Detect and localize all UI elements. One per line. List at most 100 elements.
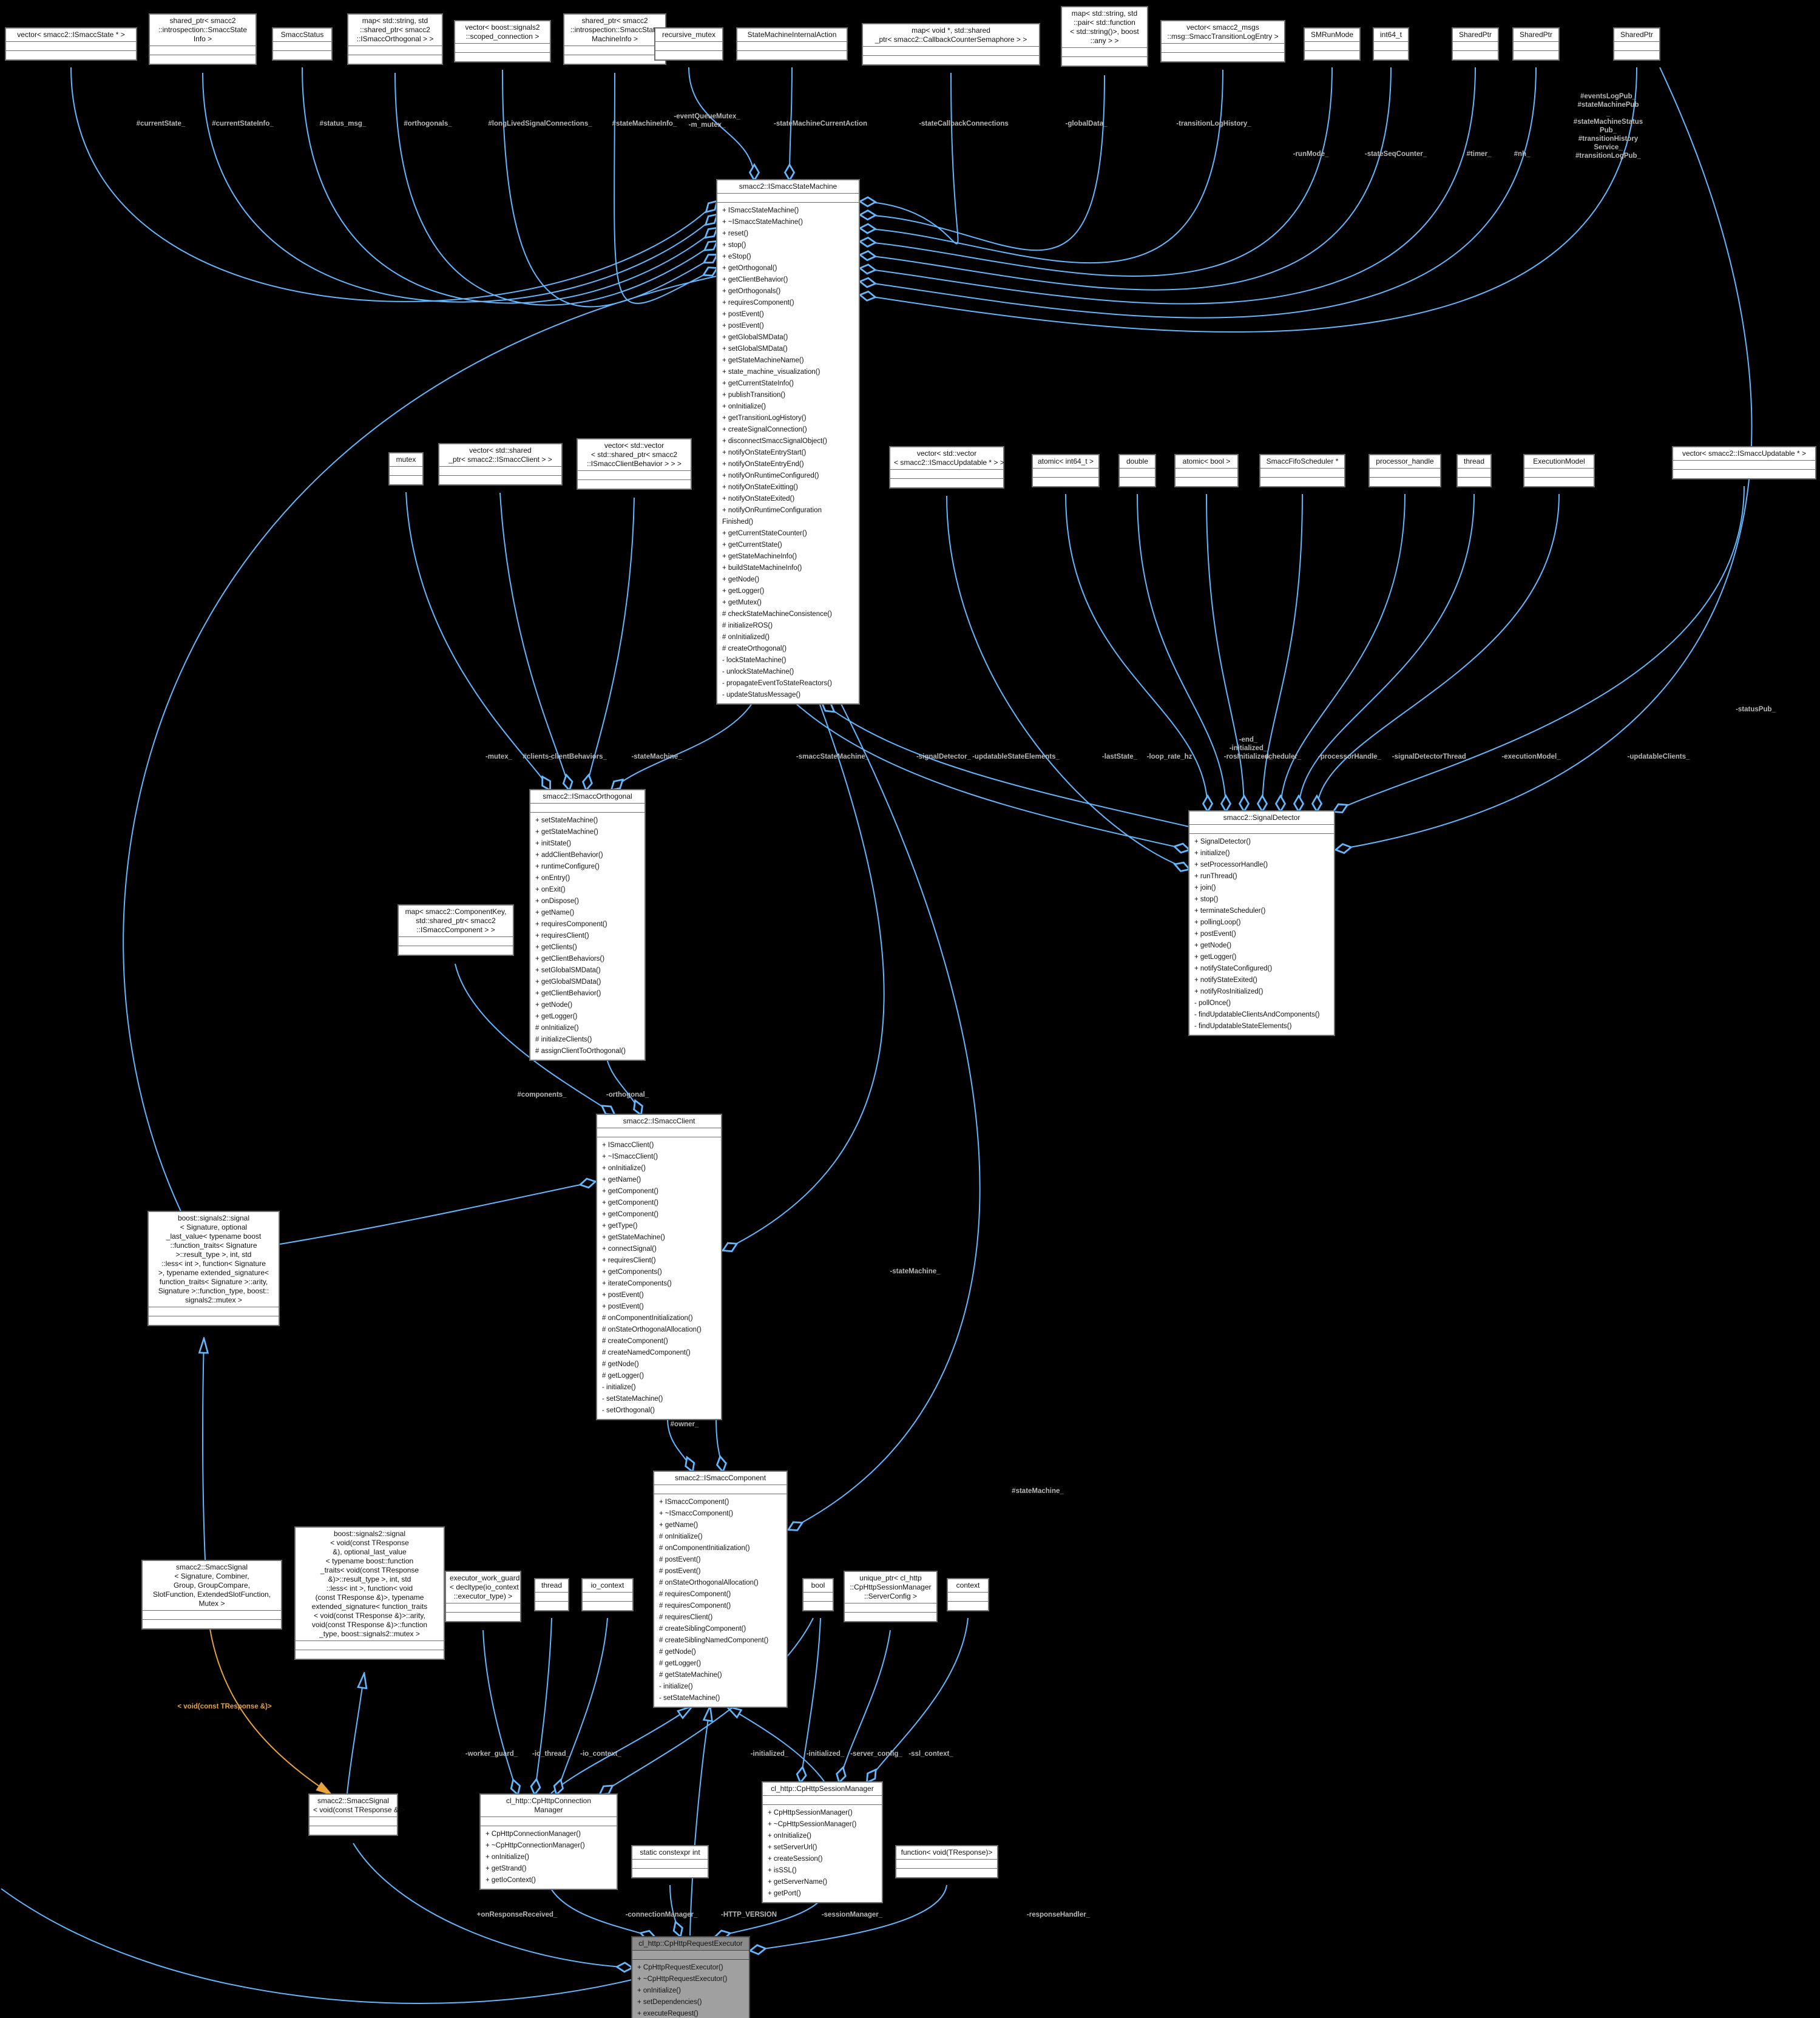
node-ismaccorthogonal[interactable]: smacc2::ISmaccOrthogonal+ setStateMachin… — [529, 789, 646, 1061]
node-bool[interactable]: bool — [802, 1578, 834, 1611]
node-vector-ismaccclient[interactable]: vector< std::shared_ptr< smacc2::ISmaccC… — [438, 443, 563, 486]
node-title-line: vector< smacc2::ISmaccUpdatable * > — [1682, 449, 1807, 458]
node-map-boost-any[interactable]: map< std::string, std::pair< std::functi… — [1061, 6, 1148, 67]
node-boost-signal-generic[interactable]: boost::signals2::signal< Signature, opti… — [147, 1211, 280, 1326]
method-entry: + requiresClient() — [535, 932, 589, 940]
node-title-line: _ptr< smacc2::CallbackCounterSemaphore >… — [874, 35, 1027, 44]
method-entry: # onComponentInitialization() — [602, 1315, 693, 1322]
node-vector-clientbehavior[interactable]: vector< std::vector< std::shared_ptr< sm… — [577, 438, 692, 490]
node-smaccsignal-tresponse[interactable]: smacc2::SmaccSignal< void(const TRespons… — [308, 1793, 405, 1836]
node-smaccsignal-template[interactable]: smacc2::SmaccSignal< Signature, Combiner… — [141, 1560, 282, 1630]
node-map-componentkey[interactable]: map< smacc2::ComponentKey,std::shared_pt… — [397, 904, 514, 956]
edge-label: -runMode_ — [1293, 151, 1329, 158]
node-title-line: cl_http::CpHttpRequestExecutor — [638, 1939, 743, 1948]
node-map-callbackcountersemaphore[interactable]: map< void *, std::shared_ptr< smacc2::Ca… — [862, 23, 1040, 66]
node-title-line: processor_handle — [1376, 457, 1434, 466]
node-sharedptr-statemachineinfo[interactable]: shared_ptr< smacc2::introspection::Smacc… — [563, 13, 666, 65]
method-entry: - initialize() — [659, 1683, 693, 1690]
node-vector-ismaccstate[interactable]: vector< smacc2::ISmaccState * > — [5, 27, 137, 61]
node-function-void-tresponse[interactable]: function< void(TResponse)> — [895, 1845, 998, 1878]
node-sharedptr-pubs[interactable]: SharedPtr — [1613, 27, 1660, 61]
node-recursive-mutex[interactable]: recursive_mutex — [654, 27, 723, 61]
node-vector-updatable-clients[interactable]: vector< smacc2::ISmaccUpdatable * > — [1672, 446, 1816, 479]
node-atomic-bool[interactable]: atomic< bool > — [1174, 454, 1239, 487]
relation-edge — [861, 67, 1392, 291]
node-smaccfifoscheduler[interactable]: SmaccFifoScheduler * — [1259, 454, 1345, 487]
edge-label: -stateMachineCurrentAction — [774, 120, 867, 127]
node-title-line: function_traits< Signature >::arity, — [159, 1278, 268, 1286]
node-ismaccclient[interactable]: smacc2::ISmaccClient+ ISmaccClient()+ ~I… — [596, 1114, 722, 1420]
relation-edge — [794, 702, 1189, 850]
method-entry: + getComponents() — [602, 1268, 662, 1276]
method-entry: + setServerUrl() — [768, 1844, 817, 1851]
node-double[interactable]: double — [1118, 454, 1156, 487]
method-entry: - setOrthogonal() — [602, 1407, 655, 1414]
edge-label: #orthogonals_ — [404, 120, 452, 127]
relation-edge — [600, 1617, 814, 1794]
node-title: map< void *, std::shared_ptr< smacc2::Ca… — [863, 24, 1039, 46]
node-boost-signal-tresponse[interactable]: boost::signals2::signal< void(const TRes… — [294, 1526, 445, 1660]
node-title: atomic< bool > — [1176, 455, 1237, 468]
node-signaldetector[interactable]: smacc2::SignalDetector+ SignalDetector()… — [1188, 810, 1335, 1036]
method-entry: + setProcessorHandle() — [1194, 861, 1268, 868]
node-vector-transitionlogentry[interactable]: vector< smacc2_msgs::msg::SmaccTransitio… — [1160, 20, 1285, 63]
node-processor-handle[interactable]: processor_handle — [1368, 454, 1441, 487]
methods-compartment — [399, 946, 513, 955]
node-title-line: Group, GroupCompare, — [173, 1581, 251, 1590]
node-title-line: ExecutionModel — [1533, 457, 1585, 466]
node-static-constexpr-int[interactable]: static constexpr int — [631, 1845, 709, 1878]
node-title-line: vector< smacc2_msgs — [1186, 23, 1259, 32]
edge-label: -sessionManager_ — [821, 1911, 883, 1918]
node-title-line: bool — [811, 1581, 825, 1590]
node-mutex[interactable]: mutex — [388, 452, 424, 486]
node-sharedptr-timer[interactable]: SharedPtr — [1452, 27, 1499, 61]
node-title: SmaccStatus — [273, 29, 331, 41]
node-statemachineinternalaction[interactable]: StateMachineInternalAction — [736, 27, 848, 61]
relation-edge — [1, 1888, 632, 2004]
edge-label: -smaccStateMachine_ — [796, 753, 870, 760]
node-title: recursive_mutex — [655, 29, 722, 41]
node-vector-scoped-connection[interactable]: vector< boost::signals2::scoped_connecti… — [454, 20, 551, 63]
node-io-context[interactable]: io_context — [581, 1578, 634, 1611]
edge-label: -io_thread_ — [532, 1750, 570, 1758]
method-entry: + CpHttpConnectionManager() — [485, 1830, 581, 1838]
node-context[interactable]: context — [947, 1578, 989, 1611]
methods-compartment — [1033, 477, 1098, 486]
node-ismaccstatemachine[interactable]: smacc2::ISmaccStateMachine+ ISmaccStateM… — [716, 179, 860, 705]
node-ismacccomponent[interactable]: smacc2::ISmaccComponent+ ISmaccComponent… — [653, 1471, 788, 1708]
methods-compartment — [803, 1601, 833, 1610]
method-entry: # getNode() — [602, 1361, 639, 1368]
node-cphttpsessionmanager[interactable]: cl_http::CpHttpSessionManager+ CpHttpSes… — [762, 1781, 883, 1903]
node-executionmodel[interactable]: ExecutionModel — [1523, 454, 1595, 487]
node-title-line: vector< boost::signals2 — [465, 23, 540, 32]
edge-label: -stateMachine_ — [631, 753, 682, 760]
methods-compartment: + CpHttpRequestExecutor()+ ~CpHttpReques… — [632, 1959, 749, 2018]
node-uniqueptr-serverconfig[interactable]: unique_ptr< cl_http::CpHttpSessionManage… — [844, 1571, 938, 1622]
node-executor-work-guard[interactable]: executor_work_guard< decltype(io_context… — [445, 1571, 521, 1622]
node-smrunmode[interactable]: SMRunMode — [1304, 27, 1361, 61]
node-thread-bottom[interactable]: thread — [534, 1578, 569, 1611]
node-title: smacc2::ISmaccStateMachine — [717, 180, 859, 193]
method-entry: + CpHttpRequestExecutor() — [637, 1964, 723, 1971]
relation-edge — [688, 67, 754, 180]
edge-label: -updatableStateElements_ — [972, 753, 1060, 760]
node-thread-right[interactable]: thread — [1456, 454, 1492, 487]
node-map-orthogonal[interactable]: map< std::string, std::shared_ptr< smacc… — [347, 13, 443, 65]
edge-label: -responseHandler_ — [1026, 1911, 1091, 1918]
method-entry: # assignClientToOrthogonal() — [535, 1048, 626, 1055]
node-title-line: Signature >::function_type, boost:: — [158, 1287, 269, 1295]
node-int64-t[interactable]: int64_t — [1373, 27, 1409, 61]
node-atomic-int64[interactable]: atomic< int64_t > — [1032, 454, 1100, 487]
method-entry: + getClients() — [535, 944, 577, 951]
edge-label: #stateMachine_ — [1012, 1488, 1064, 1495]
method-entry: # getLogger() — [602, 1372, 644, 1380]
node-cphttprequestexecutor[interactable]: cl_http::CpHttpRequestExecutor+ CpHttpRe… — [631, 1936, 750, 2018]
relation-edge — [861, 67, 1637, 333]
node-vector-updatable-state[interactable]: vector< std::vector< smacc2::ISmaccUpdat… — [889, 446, 1004, 489]
node-smaccstatus[interactable]: SmaccStatus — [272, 27, 333, 61]
relation-edge — [1137, 493, 1226, 811]
node-sharedptr-nh[interactable]: SharedPtr — [1512, 27, 1560, 61]
node-sharedptr-smaccstateinfo[interactable]: shared_ptr< smacc2::introspection::Smacc… — [149, 13, 257, 65]
method-entry: + postEvent() — [602, 1303, 644, 1310]
